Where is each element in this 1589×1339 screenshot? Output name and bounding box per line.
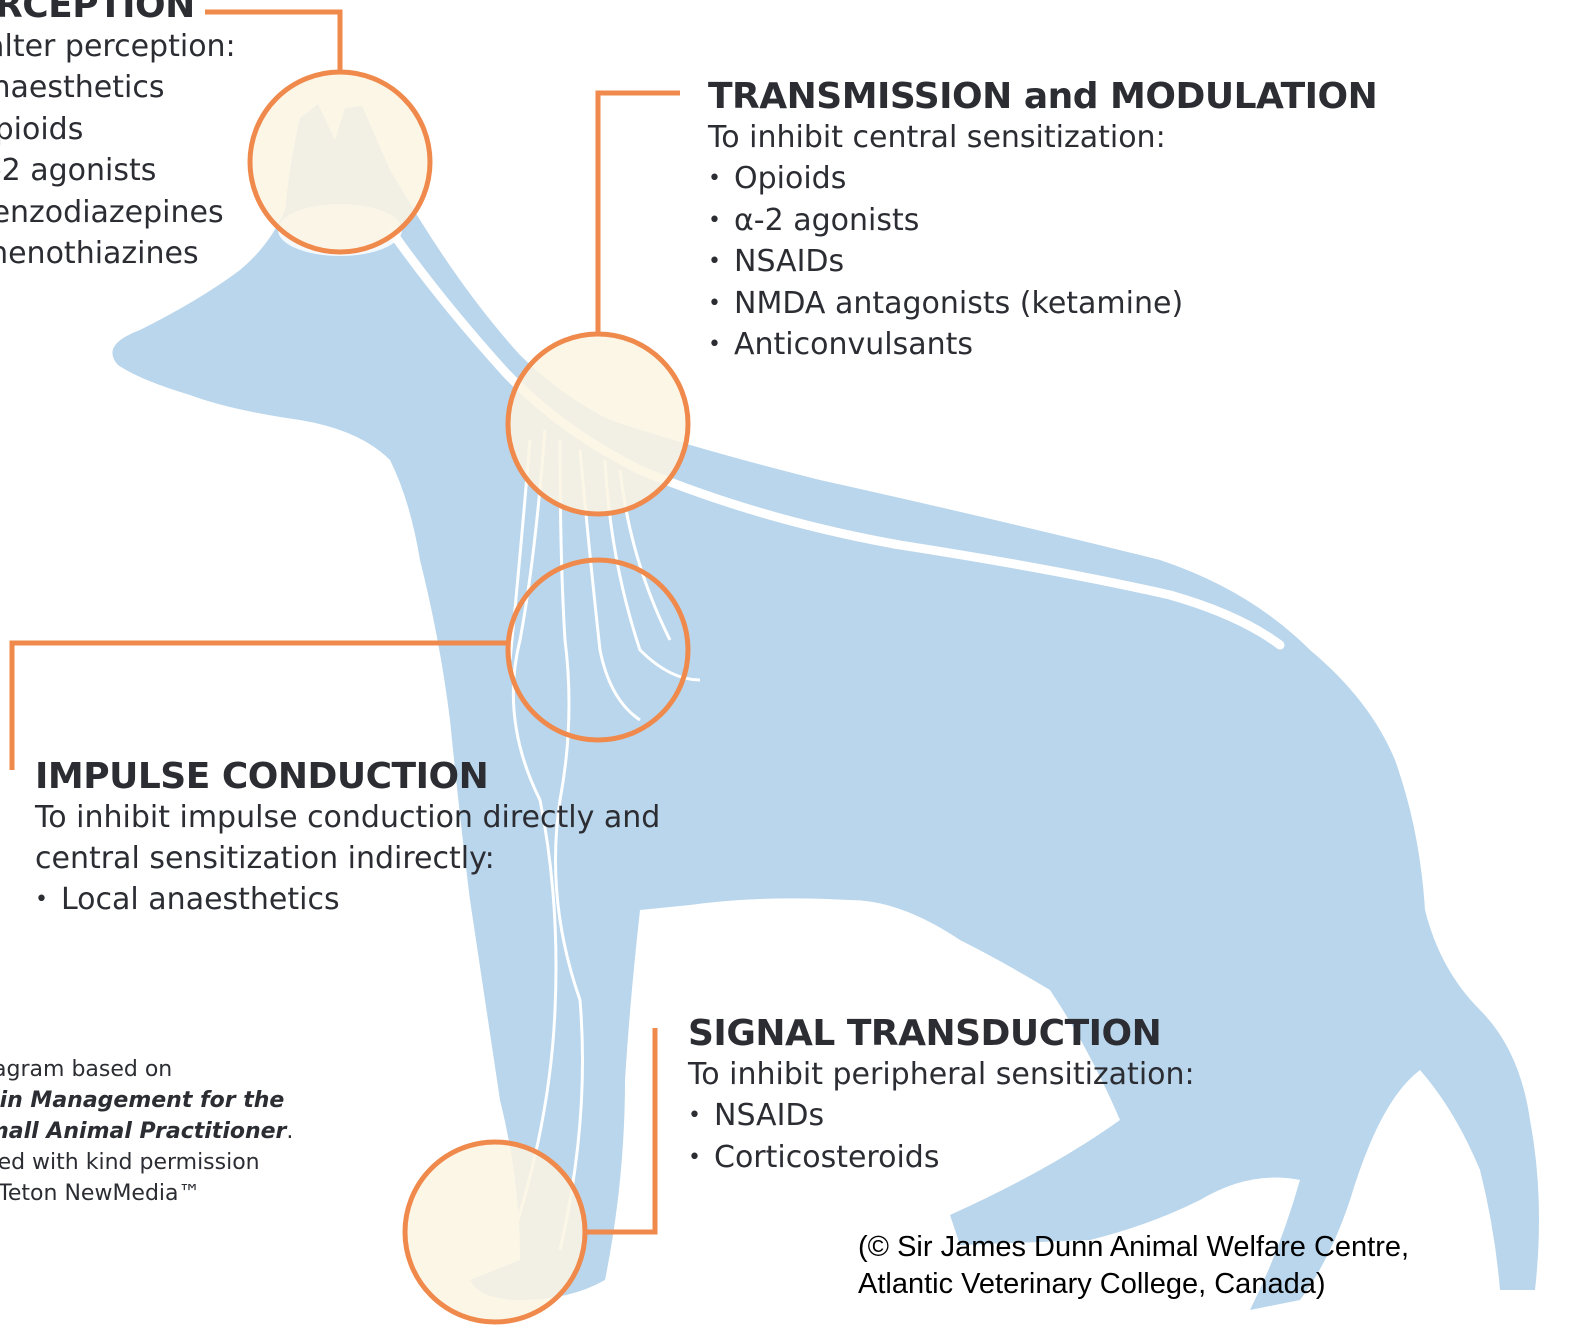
list-item: NSAIDs	[708, 241, 1377, 283]
source-line-3: Small Animal Practitioner	[0, 1119, 286, 1144]
source-line-3-wrap: Small Animal Practitioner.	[0, 1116, 293, 1147]
transmission-circle	[508, 334, 688, 514]
list-item: α-2 agonists	[708, 200, 1377, 242]
list-item: Opioids	[0, 109, 236, 151]
perception-circle	[250, 72, 430, 252]
list-item: Benzodiazepines	[0, 192, 236, 234]
list-item: Anaesthetics	[0, 67, 236, 109]
signal-title: SIGNAL TRANSDUCTION	[688, 1014, 1195, 1054]
impulse-title: IMPULSE CONDUCTION	[35, 757, 675, 797]
copyright-text: (© Sir James Dunn Animal Welfare Centre,…	[858, 1229, 1498, 1303]
source-line-1: Diagram based on	[0, 1054, 293, 1085]
signal-circle	[405, 1142, 585, 1322]
impulse-callout-line	[12, 643, 510, 770]
list-item: Local anaesthetics	[35, 879, 675, 921]
list-item: Corticosteroids	[688, 1137, 1195, 1179]
impulse-subtitle: To inhibit impulse conduction directly a…	[35, 797, 675, 879]
perception-list: Anaesthetics Opioids α-2 agonists Benzod…	[0, 67, 236, 275]
impulse-list: Local anaesthetics	[35, 879, 675, 921]
perception-title: PERCEPTION	[0, 0, 236, 26]
transmission-block: TRANSMISSION and MODULATION To inhibit c…	[708, 77, 1377, 366]
source-line-4: Used with kind permission	[0, 1147, 293, 1178]
list-item: NMDA antagonists (ketamine)	[708, 283, 1377, 325]
signal-list: NSAIDs Corticosteroids	[688, 1095, 1195, 1178]
perception-block: PERCEPTION To alter perception: Anaesthe…	[0, 0, 236, 275]
list-item: Phenothiazines	[0, 233, 236, 275]
transmission-subtitle: To inhibit central sensitization:	[708, 117, 1377, 158]
transmission-list: Opioids α-2 agonists NSAIDs NMDA antagon…	[708, 158, 1377, 366]
transmission-title: TRANSMISSION and MODULATION	[708, 77, 1377, 117]
source-line-5: of Teton NewMedia™	[0, 1178, 293, 1209]
source-note: Diagram based on Pain Management for the…	[0, 1054, 293, 1209]
perception-subtitle: To alter perception:	[0, 26, 236, 67]
impulse-block: IMPULSE CONDUCTION To inhibit impulse co…	[35, 757, 675, 921]
list-item: NSAIDs	[688, 1095, 1195, 1137]
signal-block: SIGNAL TRANSDUCTION To inhibit periphera…	[688, 1014, 1195, 1178]
list-item: Anticonvulsants	[708, 324, 1377, 366]
source-line-2: Pain Management for the	[0, 1085, 293, 1116]
list-item: α-2 agonists	[0, 150, 236, 192]
source-line-3-suffix: .	[286, 1119, 293, 1144]
signal-subtitle: To inhibit peripheral sensitization:	[688, 1054, 1195, 1095]
transmission-callout-line	[598, 93, 680, 335]
list-item: Opioids	[708, 158, 1377, 200]
